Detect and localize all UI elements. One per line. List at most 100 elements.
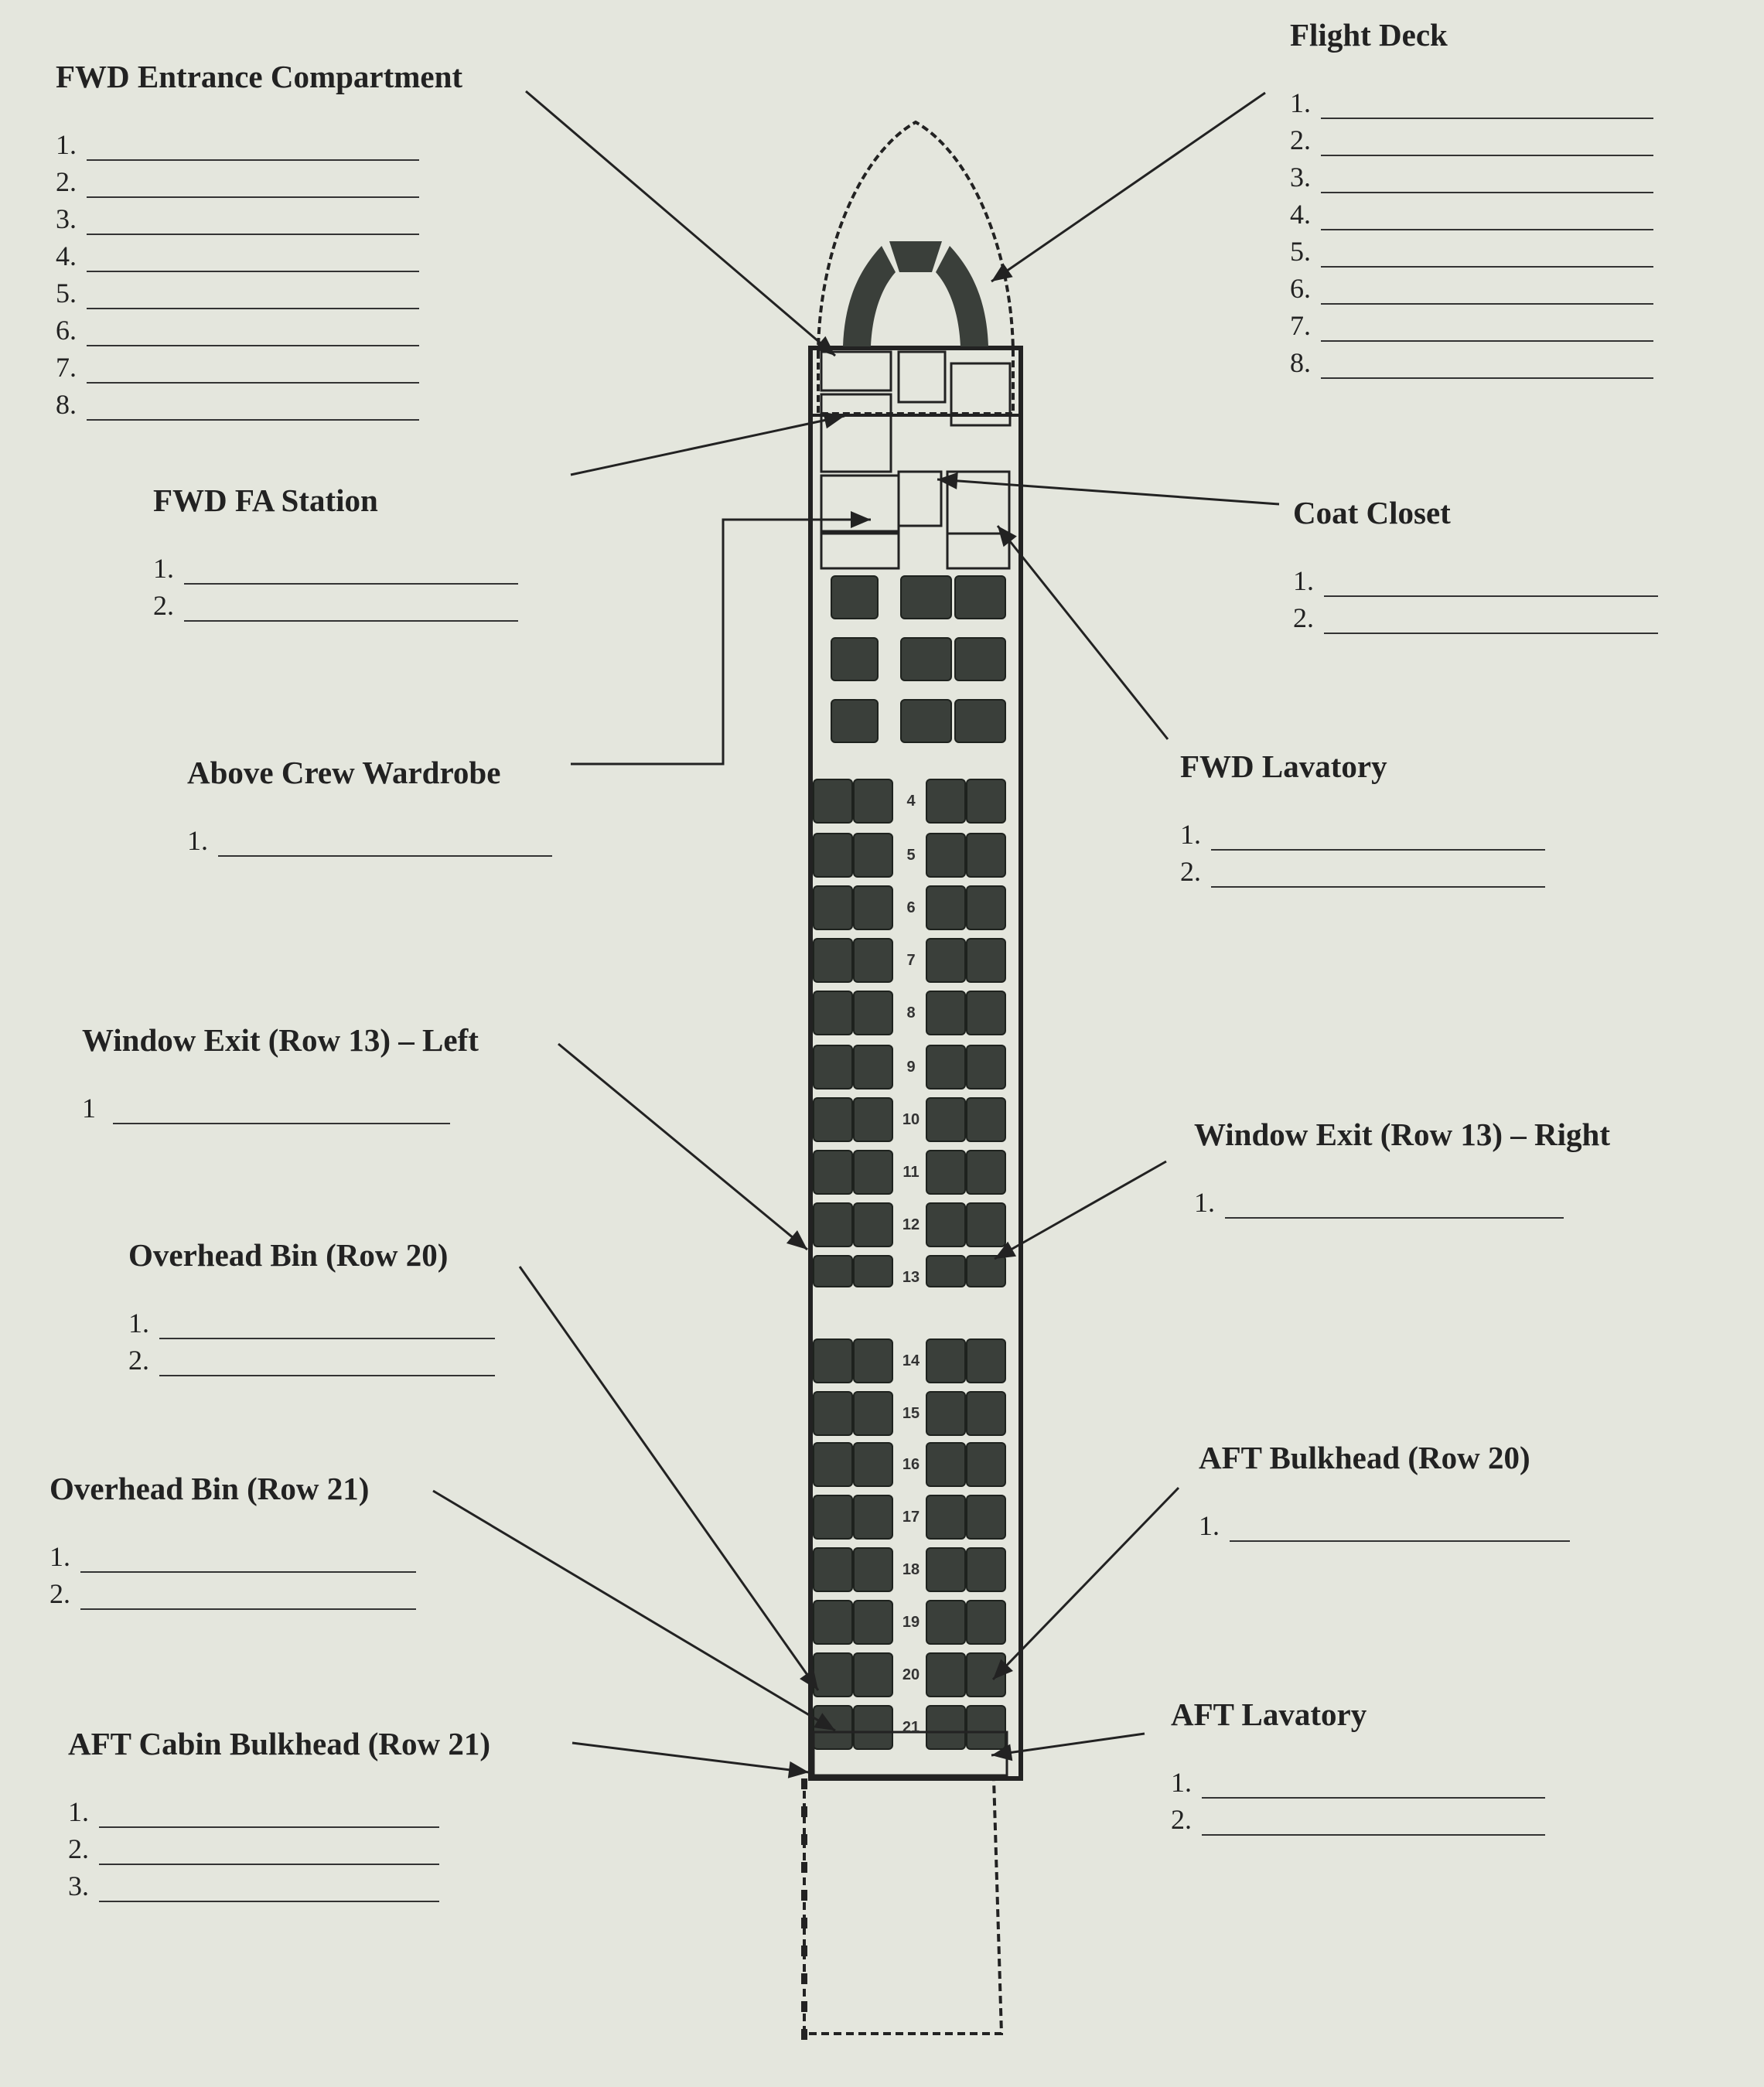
- section-title: AFT Bulkhead (Row 20): [1199, 1440, 1530, 1475]
- seat: [966, 779, 1006, 824]
- seat: [926, 779, 966, 824]
- galley-compartment: [950, 362, 1012, 427]
- seat: [813, 1442, 853, 1487]
- tail-outline: [803, 1778, 1004, 2035]
- answer-row: 1.: [153, 547, 518, 585]
- seat: [853, 1045, 893, 1090]
- section-flight-deck: Flight Deck 1.2.3.4.5.6.7.8.: [1290, 14, 1653, 379]
- answer-blank-line[interactable]: [87, 280, 419, 309]
- answer-blank-line[interactable]: [87, 169, 419, 198]
- answer-blank-line[interactable]: [1230, 1512, 1570, 1542]
- answer-blank-line[interactable]: [1321, 238, 1653, 268]
- answer-blank-line[interactable]: [1321, 90, 1653, 119]
- answer-blank-line[interactable]: [87, 317, 419, 346]
- answer-blank-line[interactable]: [87, 243, 419, 272]
- forward-galley-area: [810, 350, 1021, 570]
- answer-blank-line[interactable]: [113, 1095, 450, 1124]
- seat: [813, 1045, 853, 1090]
- seat: [954, 699, 1006, 743]
- answer-number: 7.: [1290, 310, 1311, 341]
- arrowhead: [998, 526, 1017, 547]
- answer-blank-line[interactable]: [1324, 568, 1658, 597]
- answer-row: 2.: [1293, 597, 1658, 634]
- answer-blank-line[interactable]: [159, 1347, 495, 1376]
- answer-blank-line[interactable]: [1321, 127, 1653, 156]
- answer-blank-line[interactable]: [99, 1836, 439, 1865]
- answer-blank-line[interactable]: [1211, 821, 1545, 851]
- answer-blank-line[interactable]: [218, 827, 552, 857]
- section-title: Above Crew Wardrobe: [187, 755, 501, 790]
- seat: [966, 1442, 1006, 1487]
- answer-blank-line[interactable]: [1321, 164, 1653, 193]
- answer-blank-line[interactable]: [87, 131, 419, 161]
- answer-row: 1.: [1290, 82, 1653, 119]
- answer-blank-line[interactable]: [184, 555, 518, 585]
- leader-line: [991, 1486, 1180, 1681]
- answer-blank-line[interactable]: [99, 1873, 439, 1902]
- answer-blank-line[interactable]: [87, 354, 419, 384]
- leader-line: [991, 1732, 1145, 1757]
- arrowhead: [937, 472, 958, 489]
- seat: [853, 1547, 893, 1592]
- answer-blank-line[interactable]: [1202, 1769, 1545, 1799]
- answer-number: 1.: [1180, 819, 1201, 850]
- section-above-crew-wardrobe: Above Crew Wardrobe 1.: [187, 752, 552, 857]
- answer-blank-line[interactable]: [99, 1799, 439, 1828]
- answer-blank-line[interactable]: [1225, 1189, 1564, 1219]
- galley-compartment: [897, 470, 943, 527]
- section-title: Window Exit (Row 13) – Right: [1194, 1117, 1610, 1152]
- seat: [926, 1547, 966, 1592]
- row-number: 19: [902, 1614, 920, 1631]
- answer-blank-line[interactable]: [87, 206, 419, 235]
- seat: [966, 1705, 1006, 1750]
- answer-number: 1.: [1290, 87, 1311, 118]
- section-coat-closet: Coat Closet 1.2.: [1293, 492, 1658, 634]
- answer-blank-line[interactable]: [80, 1543, 416, 1573]
- answer-blank-line[interactable]: [1202, 1806, 1545, 1836]
- seat: [853, 991, 893, 1035]
- arrowhead: [786, 1229, 807, 1250]
- answer-blank-line[interactable]: [1321, 275, 1653, 305]
- answer-number: 1.: [56, 129, 77, 160]
- seat: [966, 1600, 1006, 1645]
- leader-line: [525, 90, 836, 357]
- seat: [813, 1391, 853, 1436]
- answer-number: 2.: [1290, 124, 1311, 155]
- answer-blank-line[interactable]: [1324, 605, 1658, 634]
- seat: [926, 1097, 966, 1142]
- section-overhead-bin-row-20: Overhead Bin (Row 20) 1.2.: [128, 1234, 495, 1376]
- answer-blank-line[interactable]: [159, 1310, 495, 1339]
- seat: [853, 833, 893, 878]
- row-number: 18: [902, 1561, 920, 1578]
- answer-number: 2.: [1180, 856, 1201, 887]
- leader-line: [991, 91, 1266, 283]
- answer-number: 2.: [49, 1578, 70, 1609]
- arrowhead: [993, 1659, 1013, 1679]
- answer-blank-line[interactable]: [1211, 858, 1545, 888]
- arrowhead: [995, 1241, 1017, 1259]
- answer-blank-line[interactable]: [80, 1581, 416, 1610]
- row-number: 8: [906, 1004, 915, 1021]
- answer-row: 4.: [1290, 193, 1653, 230]
- cockpit-window-right: [936, 246, 988, 346]
- seat: [926, 1338, 966, 1383]
- section-title: Window Exit (Row 13) – Left: [82, 1022, 479, 1058]
- answer-blank-line[interactable]: [184, 592, 518, 622]
- leader-line: [518, 1266, 820, 1691]
- seat: [813, 1150, 853, 1195]
- row-number: 9: [906, 1059, 915, 1076]
- answer-blank-line[interactable]: [1321, 312, 1653, 342]
- answer-blank-line[interactable]: [1321, 201, 1653, 230]
- leader-line: [994, 1160, 1167, 1260]
- seat: [926, 1255, 966, 1287]
- answer-blank-line[interactable]: [87, 391, 419, 421]
- bulkhead-line: [810, 414, 1021, 417]
- seat: [966, 833, 1006, 878]
- answer-blank-line[interactable]: [1321, 350, 1653, 379]
- answer-number: 2.: [1293, 602, 1314, 633]
- seat: [926, 1495, 966, 1540]
- seat: [926, 1202, 966, 1247]
- seat: [853, 1255, 893, 1287]
